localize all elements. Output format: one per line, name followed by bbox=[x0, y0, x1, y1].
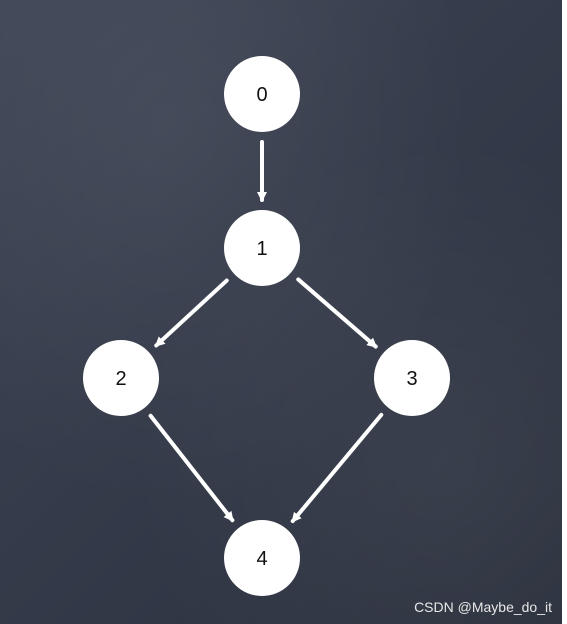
nodes-layer: 0 1 2 3 4 bbox=[83, 56, 450, 596]
node-1: 1 bbox=[224, 210, 300, 286]
node-label-4: 4 bbox=[256, 548, 267, 570]
edge-1-to-3 bbox=[296, 277, 378, 349]
node-4: 4 bbox=[224, 520, 300, 596]
node-circle-4 bbox=[224, 520, 300, 596]
node-circle-2 bbox=[83, 340, 159, 416]
node-label-3: 3 bbox=[406, 368, 417, 390]
node-label-1: 1 bbox=[256, 238, 267, 260]
node-circle-3 bbox=[374, 340, 450, 416]
edge-1-to-2 bbox=[154, 278, 229, 348]
node-circle-0 bbox=[224, 56, 300, 132]
node-3: 3 bbox=[374, 340, 450, 416]
edge-3-to-4 bbox=[290, 412, 384, 524]
watermark-text: CSDN @Maybe_do_it bbox=[414, 599, 552, 615]
node-circle-1 bbox=[224, 210, 300, 286]
node-label-2: 2 bbox=[115, 368, 126, 390]
node-0: 0 bbox=[224, 56, 300, 132]
node-label-0: 0 bbox=[256, 84, 267, 106]
edges-layer bbox=[148, 140, 384, 524]
node-2: 2 bbox=[83, 340, 159, 416]
edge-2-to-4 bbox=[148, 413, 235, 523]
